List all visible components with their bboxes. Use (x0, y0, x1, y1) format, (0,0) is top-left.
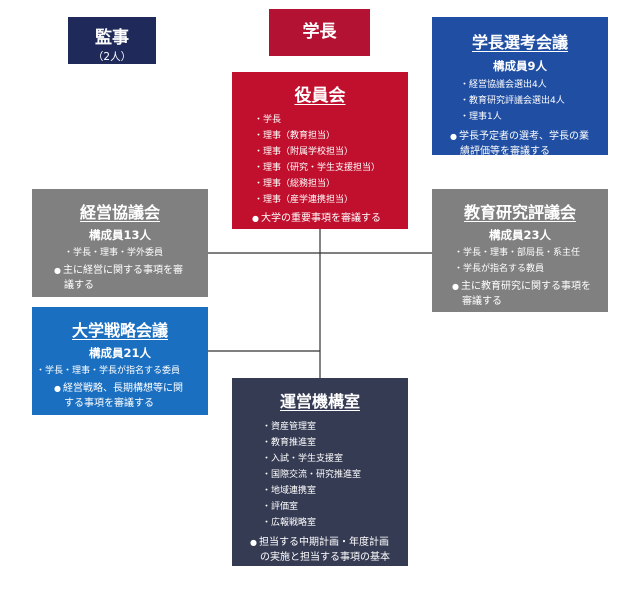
list-item: 理事1人 (460, 109, 608, 125)
list-item: 資産管理室 (262, 419, 408, 435)
list-item: 理事（研究・学生支援担当） (254, 160, 408, 176)
strategy-council-title: 大学戦略会議 (71, 321, 168, 340)
management-council-count: 構成員13人 (88, 228, 151, 242)
president-selection-note: 学長予定者の選考、学長の業績評価等を審議する (450, 129, 596, 159)
board-box: 役員会 学長理事（教育担当）理事（附属学校担当）理事（研究・学生支援担当）理事（… (232, 72, 408, 229)
list-item: 地域連携室 (262, 483, 408, 499)
board-note: 大学の重要事項を審議する (252, 211, 400, 226)
list-item: 広報戦略室 (262, 515, 408, 531)
operations-office-units: 資産管理室教育推進室入試・学生支援室国際交流・研究推進室地域連携室評価室広報戦略… (262, 419, 408, 531)
operations-office-note: 担当する中期計画・年度計画の実施と担当する事項の基本方針に関する企画立案等を行う (250, 535, 398, 595)
list-item: 学長・理事・学長が指名する委員 (36, 363, 208, 379)
board-title: 役員会 (294, 86, 346, 106)
auditor-count: （2人） (92, 51, 132, 63)
list-item: 評価室 (262, 499, 408, 515)
strategy-council-members: 学長・理事・学長が指名する委員 (36, 363, 208, 379)
list-item: 理事（産学連携担当） (254, 192, 408, 208)
list-item: 学長・理事・部局長・系主任 (454, 245, 608, 261)
president-title: 学長 (302, 22, 337, 42)
management-council-members: 学長・理事・学外委員 (64, 245, 208, 261)
education-research-council-box: 教育研究評議会 構成員23人 学長・理事・部局長・系主任学長が指名する教員 主に… (432, 189, 608, 312)
list-item: 入試・学生支援室 (262, 451, 408, 467)
strategy-council-count: 構成員21人 (88, 346, 151, 360)
education-research-council-count: 構成員23人 (488, 228, 551, 242)
list-item: 学長・理事・学外委員 (64, 245, 208, 261)
management-council-box: 経営協議会 構成員13人 学長・理事・学外委員 主に経営に関する事項を審議する (32, 189, 208, 297)
strategy-council-note: 経営戦略、長期構想等に関する事項を審議する (54, 381, 186, 411)
president-selection-box: 学長選考会議 構成員9人 経営協議会選出4人教育研究評議会選出4人理事1人 学長… (432, 17, 608, 157)
list-item: 教育研究評議会選出4人 (460, 93, 608, 109)
list-item: 理事（教育担当） (254, 128, 408, 144)
management-council-note: 主に経営に関する事項を審議する (54, 263, 188, 293)
operations-office-title: 運営機構室 (279, 392, 360, 411)
education-research-council-title: 教育研究評議会 (463, 203, 576, 222)
list-item: 経営協議会選出4人 (460, 77, 608, 93)
list-item: 理事（総務担当） (254, 176, 408, 192)
list-item: 国際交流・研究推進室 (262, 467, 408, 483)
list-item: 理事（附属学校担当） (254, 144, 408, 160)
president-selection-title: 学長選考会議 (471, 33, 568, 52)
president-selection-members: 経営協議会選出4人教育研究評議会選出4人理事1人 (460, 77, 608, 125)
operations-office-box: 運営機構室 資産管理室教育推進室入試・学生支援室国際交流・研究推進室地域連携室評… (232, 378, 408, 593)
auditor-box: 監事 （2人） (68, 17, 156, 64)
list-item: 教育推進室 (262, 435, 408, 451)
education-research-council-note: 主に教育研究に関する事項を審議する (452, 279, 596, 309)
president-box: 学長 (269, 9, 370, 56)
board-members: 学長理事（教育担当）理事（附属学校担当）理事（研究・学生支援担当）理事（総務担当… (254, 112, 408, 208)
education-research-council-members: 学長・理事・部局長・系主任学長が指名する教員 (454, 245, 608, 277)
connector-lines (208, 229, 432, 378)
list-item: 学長が指名する教員 (454, 261, 608, 277)
list-item: 学長 (254, 112, 408, 128)
management-council-title: 経営協議会 (79, 203, 160, 222)
president-selection-count: 構成員9人 (492, 59, 547, 73)
strategy-council-box: 大学戦略会議 構成員21人 学長・理事・学長が指名する委員 経営戦略、長期構想等… (32, 307, 208, 415)
auditor-title: 監事 (95, 28, 129, 48)
